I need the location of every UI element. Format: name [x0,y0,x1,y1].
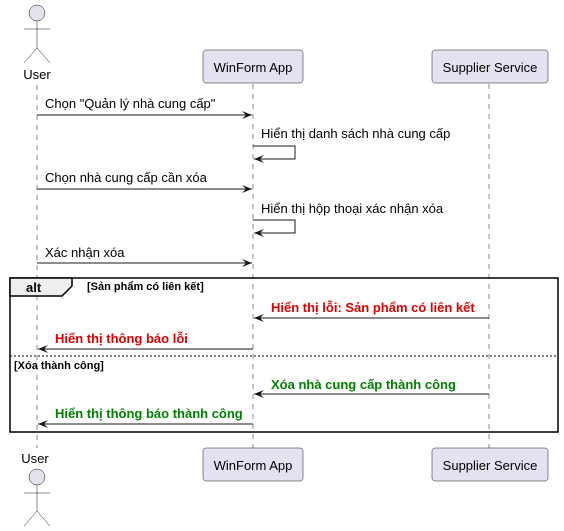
message-9-label: Hiển thị thông báo thành công [55,406,243,421]
supplier-service-label-top: Supplier Service [443,60,538,75]
message-7-label: Hiển thị thông báo lỗi [55,331,188,346]
message-5-label: Xác nhận xóa [45,245,125,260]
message-8-label: Xóa nhà cung cấp thành công [271,377,456,392]
supplier-service-box-top [431,49,549,84]
user-actor-bottom [23,468,51,527]
user-actor-top [23,4,51,64]
supplier-service-box-bottom [431,447,549,482]
message-4-arrow [253,219,296,237]
alt-fragment-tab [9,277,73,297]
message-4-label: Hiển thị hộp thoại xác nhận xóa [261,201,444,216]
message-1-label: Chọn "Quản lý nhà cung cấp" [45,96,216,111]
supplier-service-label-bottom: Supplier Service [443,458,538,473]
winform-app-label-top: WinForm App [214,60,293,75]
alt-guard-2: [Xóa thành công] [14,360,104,372]
message-3-label: Chọn nhà cung cấp cần xóa [45,170,208,185]
winform-app-label-bottom: WinForm App [214,458,293,473]
alt-guard-1: [Sản phẩm có liên kết] [87,281,204,293]
message-2-label: Hiển thị danh sách nhà cung cấp [261,126,450,141]
alt-operator-label: alt [26,280,42,295]
message-6-label: Hiển thị lỗi: Sản phẩm có liên kết [271,300,475,315]
user-label-top: User [23,67,51,82]
user-label-bottom: User [21,451,49,466]
winform-app-box-top [202,49,304,84]
message-2-arrow [253,145,296,163]
alt-fragment-frame [9,277,559,433]
winform-app-box-bottom [202,447,304,482]
